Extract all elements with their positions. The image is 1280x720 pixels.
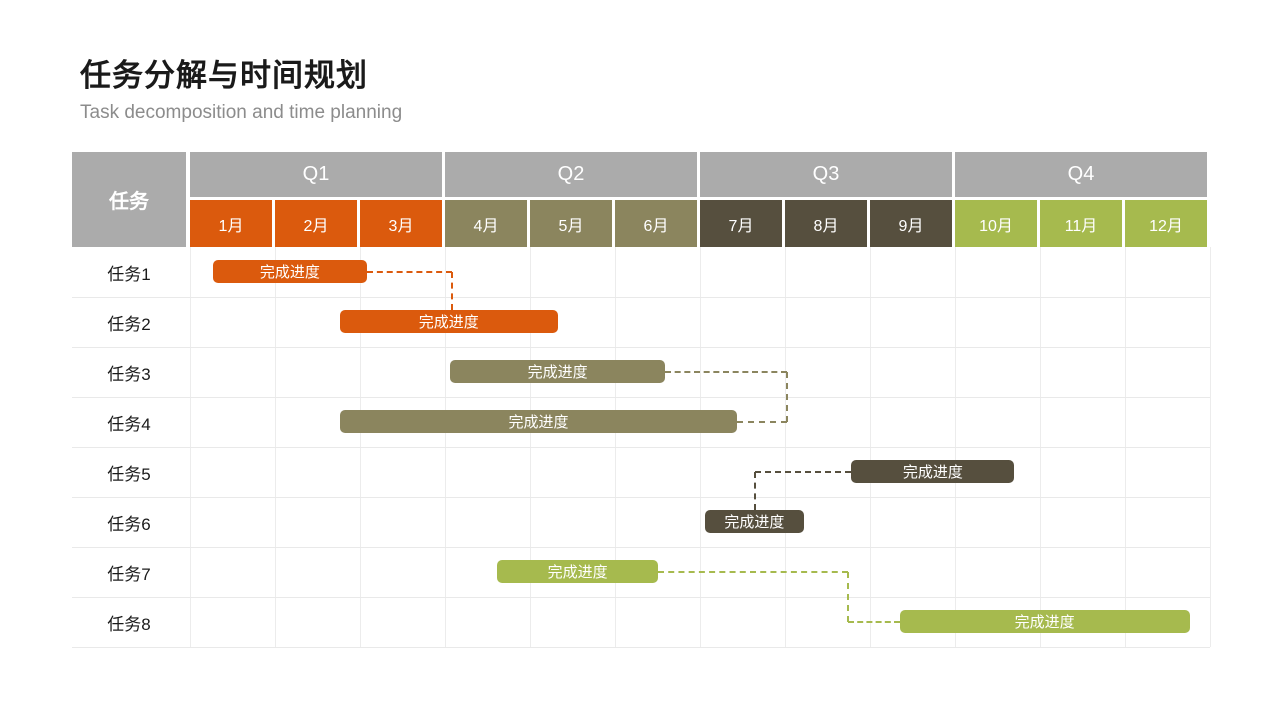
task-column-header: 任务 [72, 152, 186, 247]
gantt-bar: 完成进度 [212, 260, 367, 283]
gridline-horizontal [72, 547, 1210, 548]
month-cell: 3月 [360, 200, 442, 247]
task-row-label: 任务4 [107, 414, 151, 434]
gantt-bar: 完成进度 [851, 460, 1015, 483]
task-row-label: 任务7 [107, 564, 151, 584]
gridline-horizontal [72, 447, 1210, 448]
month-cell: 1月 [190, 200, 272, 247]
month-cell: 12月 [1125, 200, 1207, 247]
quarter-cell: Q1 [190, 152, 442, 197]
connector-segment [737, 421, 787, 423]
quarter-cell: Q4 [955, 152, 1207, 197]
connector-segment [366, 271, 452, 273]
gantt-bar: 完成进度 [450, 360, 666, 383]
month-cell: 4月 [445, 200, 527, 247]
connector-segment [755, 471, 852, 473]
connector-segment [846, 572, 849, 622]
task-row-label: 任务5 [107, 464, 151, 484]
gridline-horizontal [72, 597, 1210, 598]
gantt-bar: 完成进度 [339, 410, 738, 433]
gridline-horizontal [72, 647, 1210, 648]
month-cell: 2月 [275, 200, 357, 247]
connector-segment [754, 472, 757, 510]
gridline-horizontal [72, 397, 1210, 398]
month-cell: 10月 [955, 200, 1037, 247]
gridline-horizontal [72, 297, 1210, 298]
task-row-label: 任务3 [107, 364, 151, 384]
quarter-cell: Q3 [700, 152, 952, 197]
slide-subtitle: Task decomposition and time planning [80, 102, 403, 123]
gantt-bar: 完成进度 [705, 510, 804, 533]
gridline-horizontal [72, 347, 1210, 348]
month-cell: 5月 [530, 200, 612, 247]
gridline-vertical [1210, 247, 1211, 647]
task-row-label: 任务6 [107, 514, 151, 534]
gantt-bar: 完成进度 [339, 310, 559, 333]
task-row-label: 任务2 [107, 314, 151, 334]
gridline-horizontal [72, 497, 1210, 498]
month-cell: 7月 [700, 200, 782, 247]
connector-segment [450, 272, 453, 310]
connector-segment [665, 371, 787, 373]
month-cell: 8月 [785, 200, 867, 247]
task-row-label: 任务1 [107, 264, 151, 284]
task-row-label: 任务8 [107, 614, 151, 634]
month-cell: 6月 [615, 200, 697, 247]
month-cell: 9月 [870, 200, 952, 247]
quarter-cell: Q2 [445, 152, 697, 197]
connector-segment [847, 621, 900, 623]
slide-title: 任务分解与时间规划 [80, 58, 368, 93]
gantt-bar: 完成进度 [899, 610, 1190, 633]
gantt-bar: 完成进度 [496, 560, 659, 583]
connector-segment [785, 372, 788, 422]
month-cell: 11月 [1040, 200, 1122, 247]
connector-segment [658, 571, 848, 573]
